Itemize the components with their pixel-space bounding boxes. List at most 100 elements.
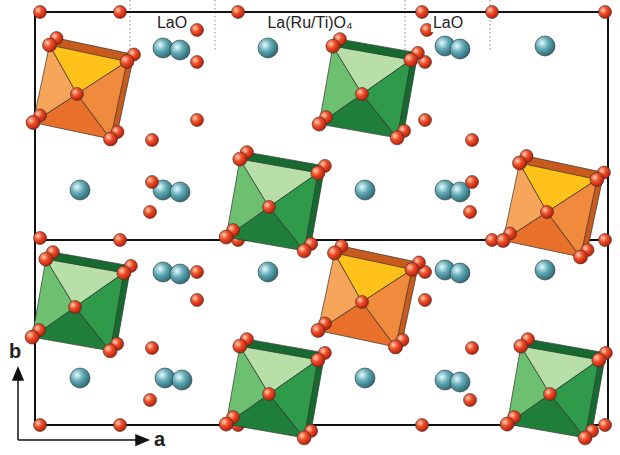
atom [599,234,612,247]
unit-cell [35,12,608,425]
atom [191,114,204,127]
atom [258,262,278,282]
atom [466,134,479,147]
axis-label: a [152,428,167,450]
atom [34,6,47,19]
atoms [34,6,612,432]
atom [233,152,247,166]
atom [219,417,233,431]
atom [416,6,429,19]
atom [172,370,192,390]
atom [464,394,477,407]
atom [450,39,470,59]
atom [144,394,157,407]
atom [535,36,555,56]
atom [416,419,429,432]
atom [419,114,432,127]
atom [355,368,375,388]
layer-label: LaO [431,14,465,32]
atom [328,246,342,260]
atom [43,38,57,52]
atom [311,353,325,367]
atom [191,266,204,279]
atom [219,230,233,244]
atom [514,339,528,353]
atom [120,55,134,69]
atom [144,206,157,219]
octahedron-face [362,60,411,138]
octahedron-face [269,173,318,251]
octahedron-face [547,180,597,257]
atom [573,250,587,264]
atom [496,233,510,247]
axes [13,368,148,445]
atom [450,263,470,283]
atom [405,263,419,277]
atom [297,244,311,258]
atom [311,166,325,180]
atom [34,419,47,432]
atom [466,176,479,189]
atom [500,417,514,431]
atom [70,180,90,200]
atom [191,294,204,307]
atom [71,88,84,101]
octahedra [32,32,612,438]
atom [191,24,204,37]
atom [258,38,278,58]
atom [146,134,159,147]
atom [146,342,159,355]
octahedron-face [550,360,599,438]
atom [404,53,418,67]
atom [592,353,606,367]
atom [419,294,432,307]
atom [578,431,592,445]
atom [311,323,325,337]
layer-label: LaO [155,14,189,32]
atom [390,131,404,145]
atom [466,342,479,355]
atom [26,115,40,129]
atom [103,344,117,358]
atom [356,296,369,309]
atom [312,117,326,131]
octahedron-face [77,62,127,139]
atom [590,173,604,187]
atom [356,88,369,101]
atom [191,56,204,69]
atom [117,266,131,280]
atom [233,339,247,353]
atom [69,301,82,314]
atom [544,388,557,401]
atom [450,372,470,392]
atom [25,330,39,344]
atom [535,260,555,280]
atom [355,180,375,200]
atom [34,232,47,245]
atom [39,252,53,266]
atom [599,419,612,432]
atom [114,234,127,247]
atom [263,201,276,214]
atom [114,6,127,19]
layer-label: La(Ru/Ti)O₄ [265,14,354,32]
atom [326,39,340,53]
octahedron-face [75,273,124,351]
atom [170,40,190,60]
atom [464,206,477,219]
atom [263,388,276,401]
atom [486,6,499,19]
axis-label: b [7,340,23,362]
octahedron-face [269,360,318,438]
atom [70,368,90,388]
atom [513,156,527,170]
atoms [25,38,606,445]
atom [388,340,402,354]
atom [170,182,190,202]
atom [114,419,127,432]
atom [599,6,612,19]
octahedron-face [362,270,412,347]
atom [103,132,117,146]
